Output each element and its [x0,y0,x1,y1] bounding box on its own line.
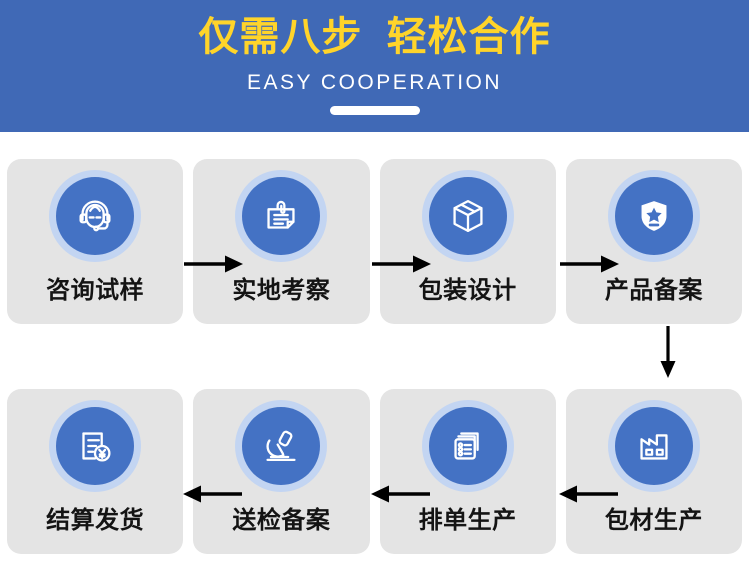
step-label-1: 咨询试样 [46,277,145,304]
arrow-step3-to-step4 [557,251,621,277]
box-package-icon [428,177,507,255]
factory-icon [614,407,693,485]
steps-row-top: 咨询试样 实地考察 [7,159,742,324]
arrow-step6-to-step7 [369,481,433,507]
step-card-4[interactable]: 产品备案 [565,159,742,324]
arrow-step7-to-step8 [181,481,245,507]
header-banner: 仅需八步 轻松合作 EASY COOPERATION [0,0,749,132]
step-card-1[interactable]: 咨询试样 [7,159,184,324]
arrow-step5-to-step6 [557,481,621,507]
stacked-checklist-icon [428,407,507,485]
step-card-5[interactable]: 包材生产 [565,389,742,554]
arrow-step2-to-step3 [369,251,433,277]
headset-support-icon [56,177,135,255]
step-card-6[interactable]: 排单生产 [379,389,556,554]
arrow-step4-to-step5 [655,324,681,380]
step-label-7: 送检备案 [232,507,331,534]
step-label-3: 包装设计 [418,277,517,304]
step-label-2: 实地考察 [232,277,331,304]
step-card-7[interactable]: 送检备案 [193,389,370,554]
arrow-step1-to-step2 [181,251,245,277]
clipboard-paperclip-icon [242,177,321,255]
title-underline-bar [329,106,420,115]
steps-row-bottom: 结算发货 送检备案 [7,389,742,554]
step-label-4: 产品备案 [604,277,703,304]
step-label-6: 排单生产 [418,507,517,534]
step-label-5: 包材生产 [604,507,703,534]
page-subtitle: EASY COOPERATION [246,71,503,94]
step-label-8: 结算发货 [46,507,145,534]
microscope-icon [242,407,321,485]
step-card-2[interactable]: 实地考察 [193,159,370,324]
steps-area: 咨询试样 实地考察 [0,132,749,569]
step-card-3[interactable]: 包装设计 [379,159,556,324]
invoice-yuan-icon [56,407,135,485]
page-title: 仅需八步 轻松合作 [198,15,551,59]
shield-star-icon [614,177,693,255]
step-card-8[interactable]: 结算发货 [7,389,184,554]
